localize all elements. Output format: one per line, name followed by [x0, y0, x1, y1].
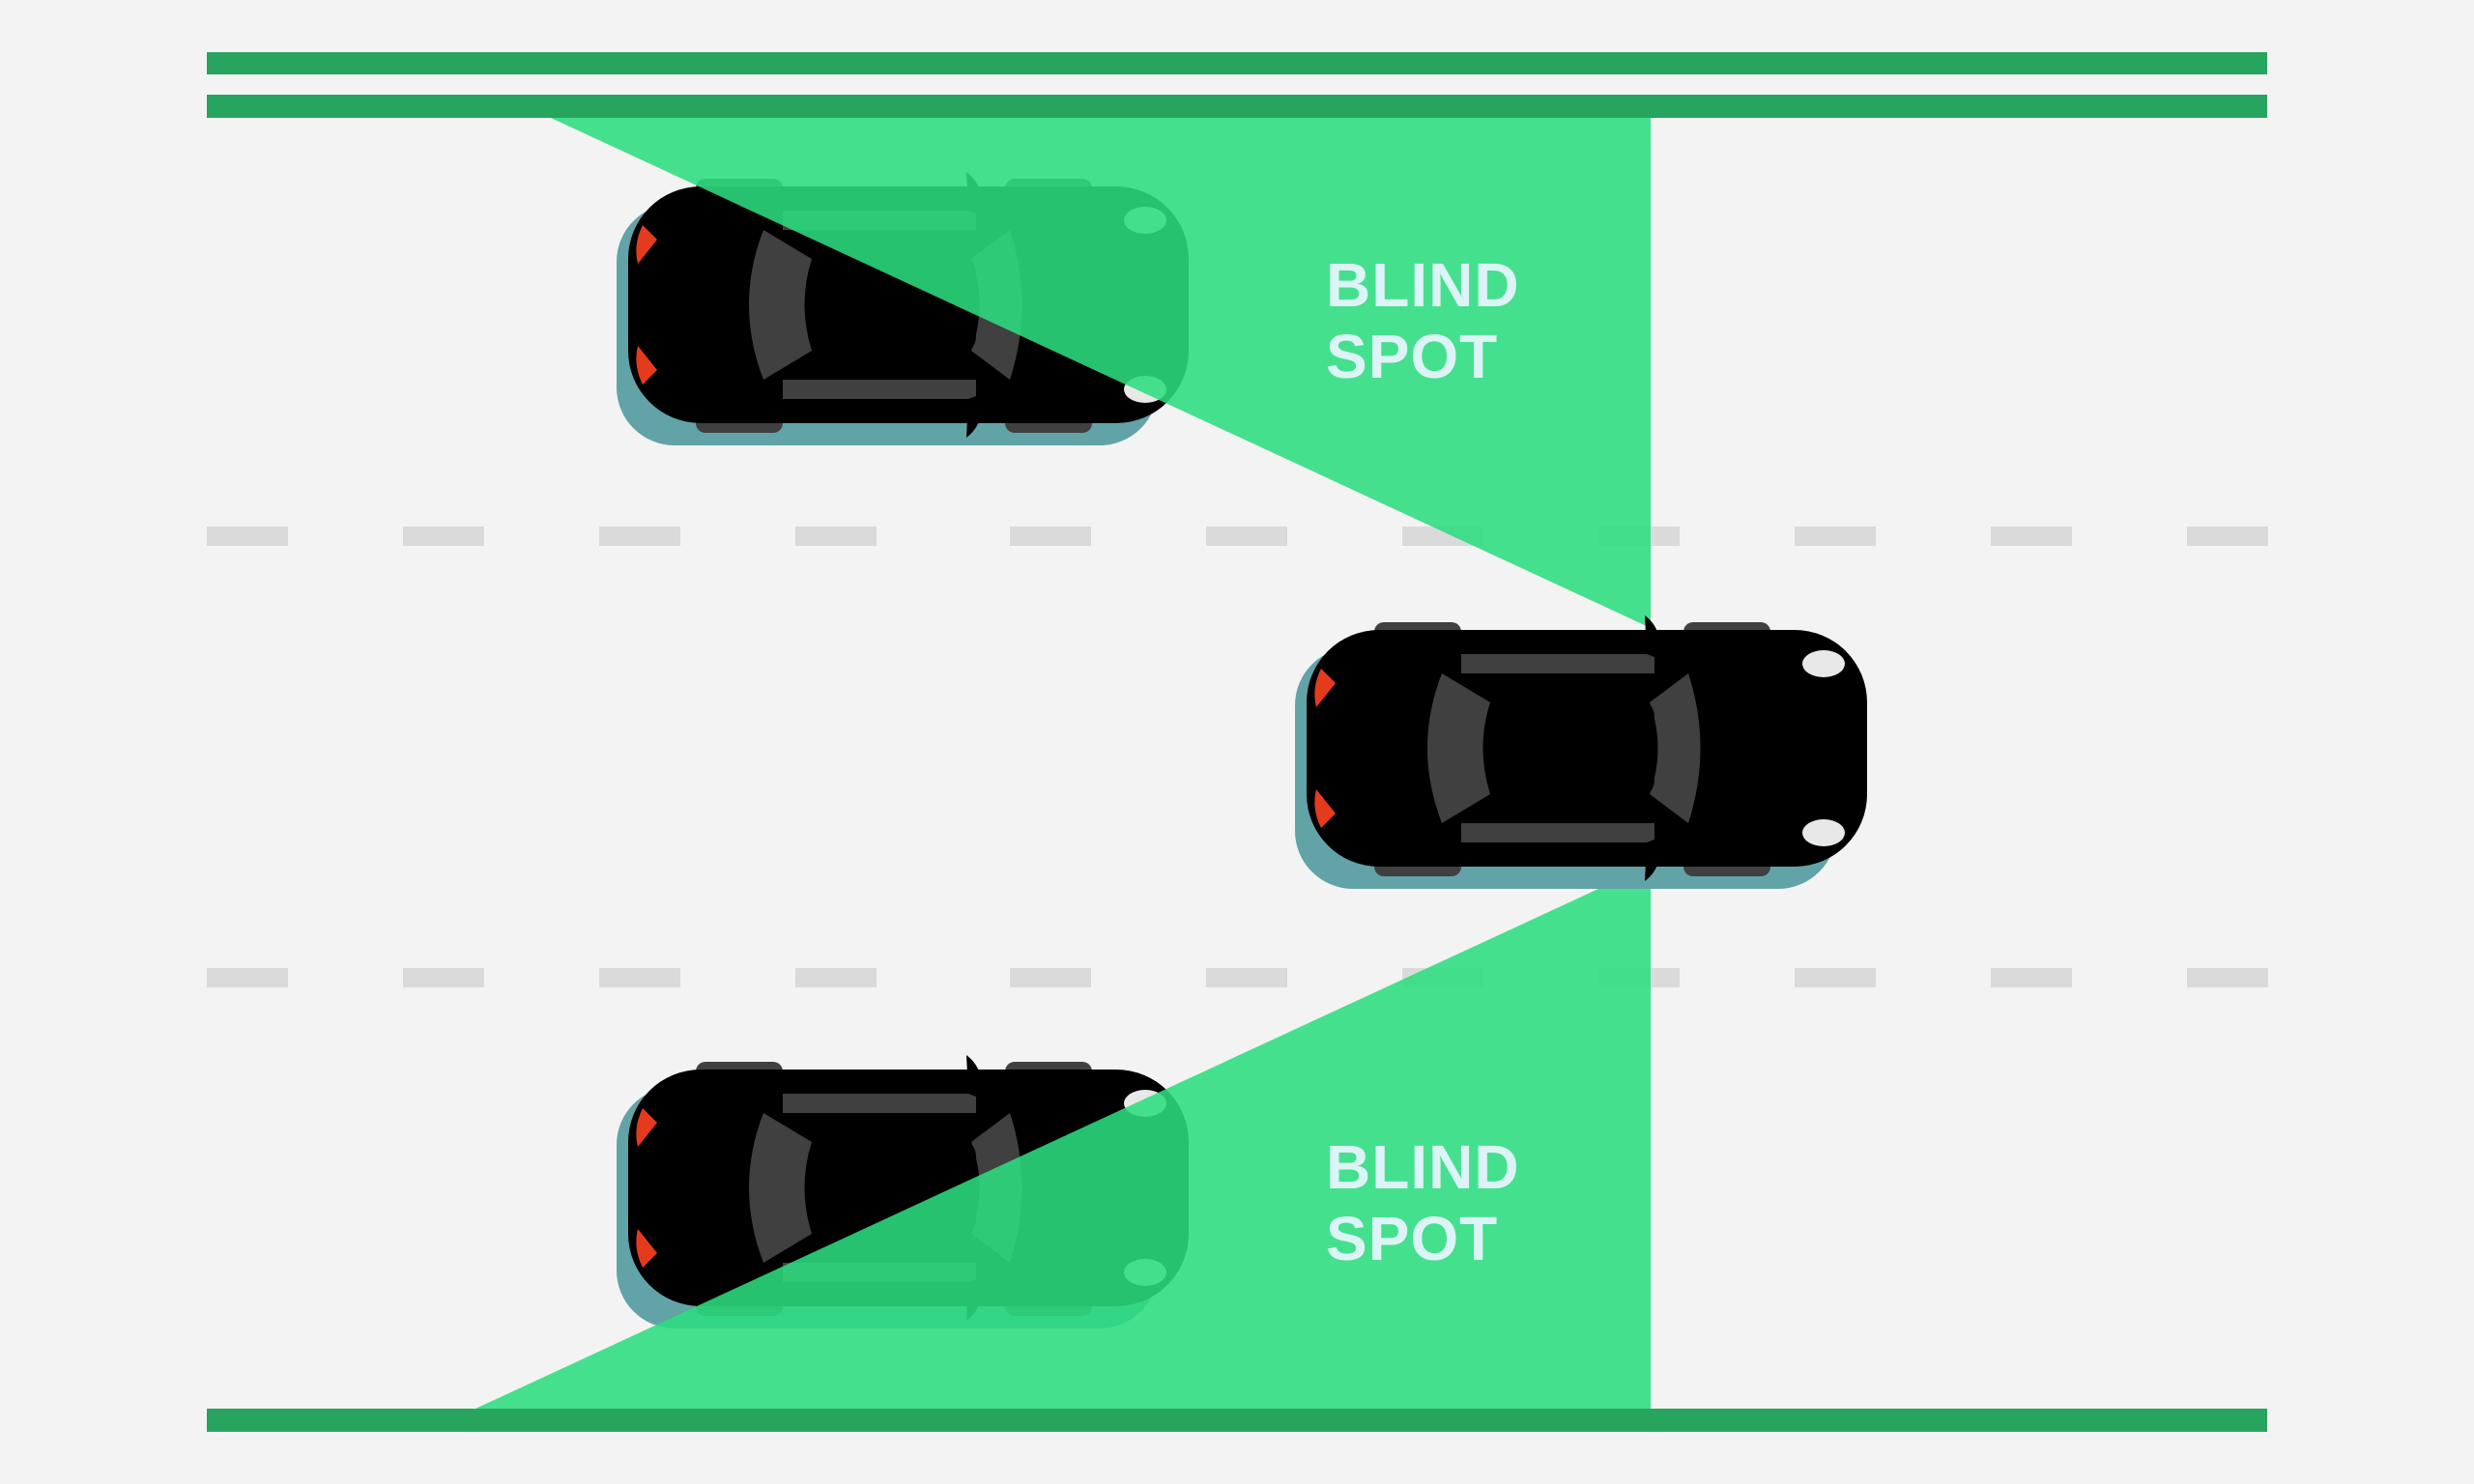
road-edge-line-bottom	[207, 1409, 2267, 1432]
label-line1: BLIND	[1326, 250, 1520, 320]
red-car	[1295, 615, 1867, 889]
blind-spot-label-upper: BLIND SPOT	[1326, 249, 1520, 392]
road-edge-line-inner	[207, 95, 2267, 118]
blind-spot-zone-upper	[551, 118, 1651, 628]
label-line2: SPOT	[1326, 1204, 1499, 1273]
blind-spot-label-lower: BLIND SPOT	[1326, 1131, 1520, 1274]
road-edge-line-outer	[207, 52, 2267, 74]
blind-spot-zone-lower	[475, 865, 1651, 1409]
lane-divider-lower	[207, 968, 2268, 987]
label-line1: BLIND	[1326, 1132, 1520, 1202]
label-line2: SPOT	[1326, 322, 1499, 391]
lane-divider-upper	[207, 527, 2268, 546]
